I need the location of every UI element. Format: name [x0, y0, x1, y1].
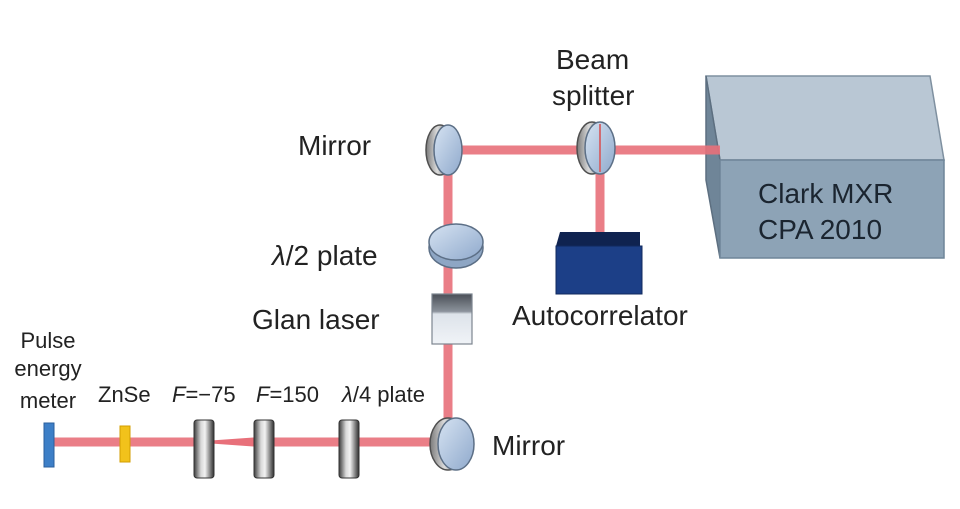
mirror-top-label: Mirror	[298, 130, 372, 161]
pulse-energy-meter-label-line1: Pulse	[20, 328, 76, 353]
quarter-wave-plate-label: λ/4 plate	[342, 382, 425, 408]
lens-f-75-text: =−75	[185, 382, 236, 407]
laser-label-line2: CPA 2010	[758, 214, 883, 245]
half-wave-plate-symbol: λ	[272, 240, 286, 271]
beam-splitter-optic	[576, 121, 616, 175]
lens-f150-text: =150	[269, 382, 320, 407]
quarter-wave-plate-symbol: λ	[342, 382, 353, 407]
pulse-energy-meter-label-line2: energy	[14, 356, 82, 381]
beam-segment-focus	[204, 437, 260, 447]
laser-top-face	[705, 75, 945, 161]
laser-source-box	[705, 75, 945, 259]
pulse-energy-meter-label-line3: meter	[19, 388, 77, 413]
half-wave-plate-text: /2 plate	[285, 240, 378, 271]
lens-f-75-optic	[193, 419, 215, 479]
lens-f150-optic	[253, 419, 275, 479]
mirror-bottom-optic	[429, 417, 475, 471]
laser-front-face	[719, 159, 945, 259]
lens-f-75-symbol: F	[172, 382, 186, 407]
znse-label: ZnSe	[98, 382, 151, 407]
beam-splitter-label-line2: splitter	[552, 80, 635, 111]
autocorrelator-label: Autocorrelator	[512, 300, 688, 331]
half-wave-plate-optic	[428, 223, 484, 269]
lens-f-75-label: F=−75	[172, 382, 236, 408]
mirror-top-optic	[425, 124, 463, 176]
autocorrelator-box	[555, 232, 643, 295]
quarter-wave-plate-text: /4 plate	[352, 382, 425, 407]
beam-splitter-label-line1: Beam	[556, 44, 630, 75]
glan-laser-label: Glan laser	[252, 304, 380, 335]
quarter-wave-plate-optic	[338, 419, 360, 479]
mirror-bottom-label: Mirror	[492, 430, 566, 461]
laser-label-line1: Clark MXR	[758, 178, 894, 209]
lens-f150-symbol: F	[256, 382, 270, 407]
half-wave-plate-label: λ/2 plate	[272, 240, 378, 272]
znse-window-optic	[119, 425, 131, 463]
glan-laser-optic	[431, 293, 473, 345]
lens-f150-label: F=150	[256, 382, 319, 408]
pulse-energy-meter-optic	[43, 422, 55, 468]
